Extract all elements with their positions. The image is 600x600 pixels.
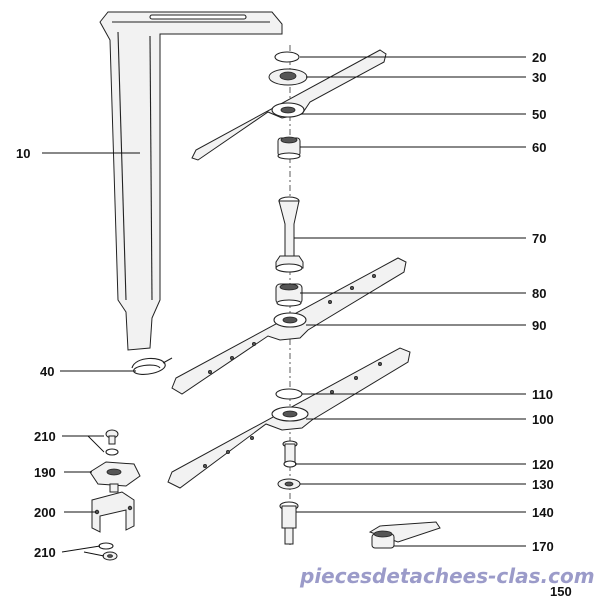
callout-210-bottom: 210 — [34, 545, 56, 560]
part-90-middle-spray-arm — [171, 257, 407, 395]
part-80-hub-bearing — [275, 283, 303, 307]
callout-90: 90 — [532, 318, 546, 333]
callout-60: 60 — [532, 140, 546, 155]
callout-50: 50 — [532, 107, 546, 122]
part-190-base-plate — [89, 461, 141, 493]
callout-40: 40 — [40, 364, 54, 379]
callout-110: 110 — [532, 387, 553, 402]
callout-80: 80 — [532, 286, 546, 301]
part-130-washer — [277, 478, 301, 490]
callout-200: 200 — [34, 505, 56, 520]
part-10-supply-tube — [99, 11, 283, 351]
callout-190: 190 — [34, 465, 56, 480]
part-50-upper-spray-arm — [191, 49, 387, 161]
part-30-nut — [268, 68, 308, 86]
part-70-central-pipe — [275, 196, 304, 273]
part-170-nozzle — [368, 521, 441, 549]
callout-120: 120 — [532, 457, 554, 472]
callout-10: 10 — [16, 146, 30, 161]
callout-210-top: 210 — [34, 429, 56, 444]
callout-140: 140 — [532, 505, 554, 520]
callout-70: 70 — [532, 231, 546, 246]
callout-170: 170 — [532, 539, 554, 554]
part-120-stem — [282, 440, 298, 468]
part-100-lower-spray-arm — [167, 347, 411, 489]
part-200-bracket — [91, 491, 135, 533]
part-20-ring — [274, 51, 300, 63]
part-140-valve-stem — [279, 501, 299, 545]
callout-150: 150 — [550, 584, 572, 599]
watermark-text: piecesdetachees-clas.com — [299, 564, 595, 588]
leader-lines — [42, 56, 526, 557]
part-210-washers-bottom — [98, 542, 118, 561]
callout-100: 100 — [532, 412, 554, 427]
callout-30: 30 — [532, 70, 546, 85]
part-60-bearing — [277, 136, 301, 160]
part-210-pin-top — [105, 429, 119, 456]
callout-130: 130 — [532, 477, 554, 492]
part-110-ring — [275, 388, 303, 400]
callout-20: 20 — [532, 50, 546, 65]
part-40-clip — [131, 357, 173, 375]
